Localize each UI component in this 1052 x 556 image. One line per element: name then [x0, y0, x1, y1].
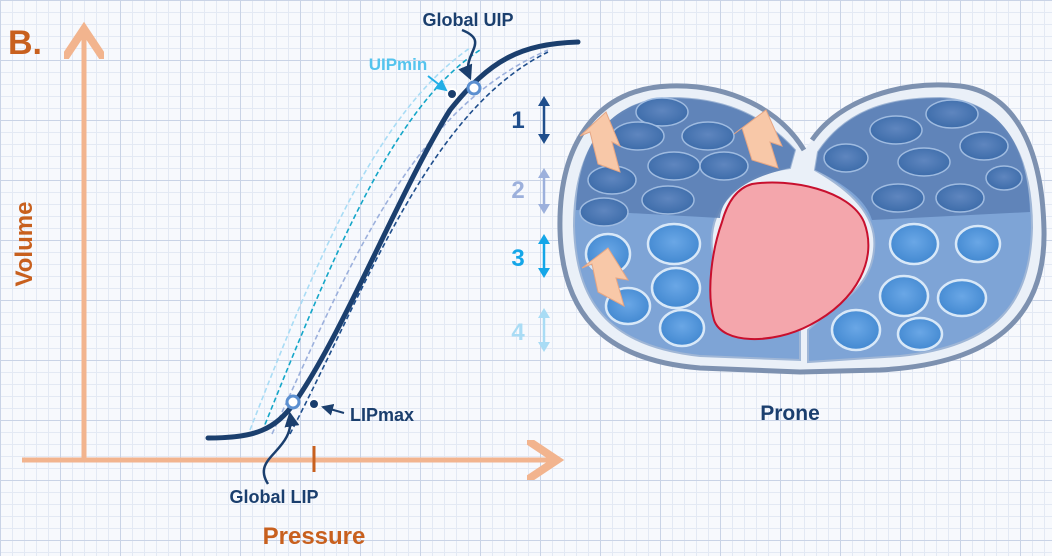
uip-min-label: UIPmin [369, 55, 428, 74]
lip-max-pointer [321, 403, 345, 416]
inflection-points [285, 80, 482, 410]
regional-curve-2 [271, 49, 549, 435]
global-uip-pointer [458, 28, 477, 81]
region-3-arrow [538, 234, 550, 278]
expansion-arrow-1 [579, 111, 621, 173]
expansion-arrows [579, 109, 783, 308]
global-uip-point [466, 80, 482, 96]
region-2-arrow [538, 168, 550, 214]
region-number-2: 2 [511, 177, 524, 204]
region-1-arrow [538, 96, 550, 144]
region-number-3: 3 [511, 245, 524, 272]
panel-label: B. [8, 24, 42, 62]
uip-min-point [446, 88, 458, 100]
region-number-4: 4 [511, 319, 525, 346]
axes [22, 34, 552, 472]
alveoli-right-upper [823, 99, 1023, 213]
x-axis-label: Pressure [263, 523, 366, 550]
global-lip-pointer [262, 411, 300, 485]
lung-position-label: Prone [760, 402, 820, 425]
region-markers: 1 2 3 4 [511, 96, 550, 352]
global-pv-curve [205, 39, 581, 441]
region-number-1: 1 [511, 107, 524, 134]
lip-max-point [308, 398, 320, 410]
heart [709, 181, 870, 341]
y-axis-label: Volume [11, 202, 38, 287]
global-lip-label: Global LIP [229, 487, 318, 507]
lip-max-label: LIPmax [350, 405, 414, 425]
global-uip-label: Global UIP [422, 10, 513, 30]
regional-curve-3 [261, 49, 481, 433]
lung-cross-section [557, 82, 1047, 375]
alveoli-left-upper [579, 97, 749, 227]
expansion-arrow-2 [733, 109, 783, 169]
alveoli-right-lower [830, 222, 1002, 352]
regional-curves [249, 47, 549, 435]
expansion-arrow-3 [581, 247, 630, 308]
global-lip-point [285, 394, 301, 410]
region-4-arrow [538, 308, 550, 352]
uip-min-pointer [427, 75, 448, 92]
regional-curve-4 [249, 47, 471, 431]
